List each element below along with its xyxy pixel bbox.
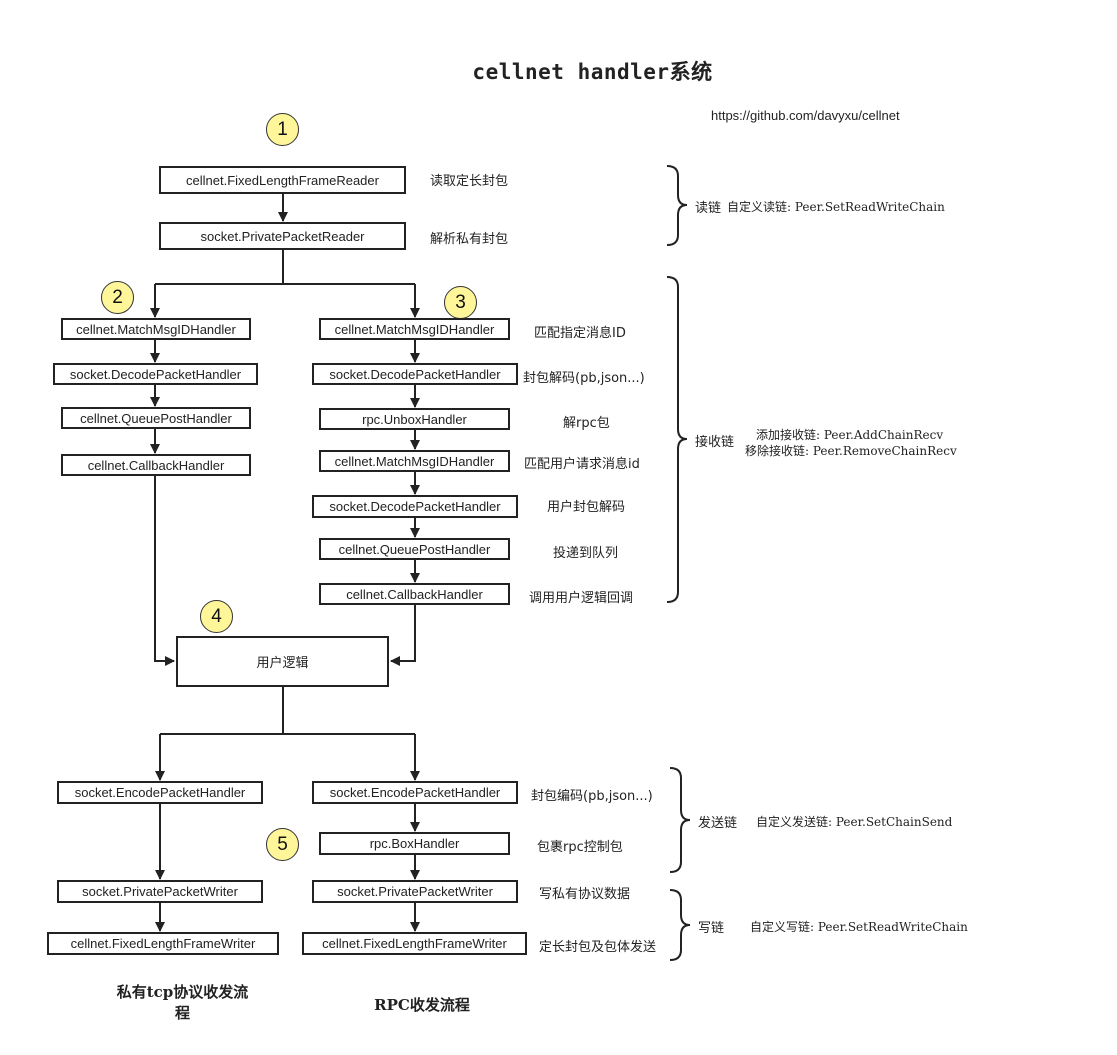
- right-recv-box-2: socket.DecodePacketHandler: [312, 363, 518, 385]
- step-badge-2: 2: [101, 281, 134, 314]
- step-badge-5: 5: [266, 828, 299, 861]
- right-recv-box-1: cellnet.MatchMsgIDHandler: [319, 318, 510, 340]
- write-chain-desc: 自定义写链: Peer.SetReadWriteChain: [750, 920, 968, 934]
- right-send-box-2: rpc.BoxHandler: [319, 832, 510, 855]
- send-chain-desc: 自定义发送链: Peer.SetChainSend: [756, 815, 953, 829]
- recv-note-4: 匹配用户请求消息id: [524, 457, 640, 472]
- right-recv-box-4: cellnet.MatchMsgIDHandler: [319, 450, 510, 472]
- read-box-packet-reader: socket.PrivatePacketReader: [159, 222, 406, 250]
- recv-note-2: 封包解码(pb,json...): [523, 371, 645, 386]
- left-recv-box-3: cellnet.QueuePostHandler: [61, 407, 251, 429]
- recv-note-6: 投递到队列: [553, 546, 619, 561]
- send-note-3: 写私有协议数据: [539, 887, 631, 902]
- recv-note-1: 匹配指定消息ID: [534, 326, 626, 341]
- left-send-box-2: socket.PrivatePacketWriter: [57, 880, 263, 903]
- left-recv-box-4: cellnet.CallbackHandler: [61, 454, 251, 476]
- right-send-box-3: socket.PrivatePacketWriter: [312, 880, 518, 903]
- send-note-1: 封包编码(pb,json...): [531, 789, 653, 804]
- recv-chain-label: 接收链: [695, 435, 735, 450]
- footer-right-caption: RPC收发流程: [374, 996, 470, 1014]
- diagram-title: cellnet handler系统: [472, 60, 713, 84]
- left-send-box-1: socket.EncodePacketHandler: [57, 781, 263, 804]
- right-send-box-4: cellnet.FixedLengthFrameWriter: [302, 932, 527, 955]
- send-note-4: 定长封包及包体发送: [539, 940, 657, 955]
- step-badge-1: 1: [266, 113, 299, 146]
- read-box-frame-reader: cellnet.FixedLengthFrameReader: [159, 166, 406, 194]
- right-recv-box-5: socket.DecodePacketHandler: [312, 495, 518, 518]
- write-chain-label: 写链: [698, 921, 725, 936]
- footer-left-line-2: 程: [174, 1004, 190, 1022]
- left-recv-box-1: cellnet.MatchMsgIDHandler: [61, 318, 251, 340]
- left-send-box-3: cellnet.FixedLengthFrameWriter: [47, 932, 279, 955]
- send-note-2: 包裹rpc控制包: [537, 840, 623, 855]
- recv-note-7: 调用用户逻辑回调: [529, 591, 634, 606]
- repo-url: https://github.com/davyxu/cellnet: [711, 108, 900, 123]
- footer-left-line-1: 私有tcp协议收发流: [116, 983, 249, 1001]
- right-recv-box-6: cellnet.QueuePostHandler: [319, 538, 510, 560]
- recv-note-5: 用户封包解码: [547, 500, 626, 515]
- read-note-1: 读取定长封包: [430, 174, 509, 189]
- step-badge-4: 4: [200, 600, 233, 633]
- step-badge-3: 3: [444, 286, 477, 319]
- right-recv-box-3: rpc.UnboxHandler: [319, 408, 510, 430]
- user-logic-box: 用户逻辑: [176, 636, 389, 687]
- recv-note-3: 解rpc包: [563, 416, 610, 431]
- right-send-box-1: socket.EncodePacketHandler: [312, 781, 518, 804]
- read-note-2: 解析私有封包: [430, 232, 509, 247]
- footer-left-caption: 私有tcp协议收发流 程: [90, 981, 275, 1023]
- recv-chain-desc-remove: 移除接收链: Peer.RemoveChainRecv: [745, 444, 957, 458]
- read-chain-desc: 自定义读链: Peer.SetReadWriteChain: [727, 200, 945, 214]
- right-recv-box-7: cellnet.CallbackHandler: [319, 583, 510, 605]
- recv-chain-desc-add: 添加接收链: Peer.AddChainRecv: [756, 428, 944, 442]
- send-chain-label: 发送链: [698, 816, 738, 831]
- left-recv-box-2: socket.DecodePacketHandler: [53, 363, 258, 385]
- read-chain-label: 读链: [695, 201, 722, 216]
